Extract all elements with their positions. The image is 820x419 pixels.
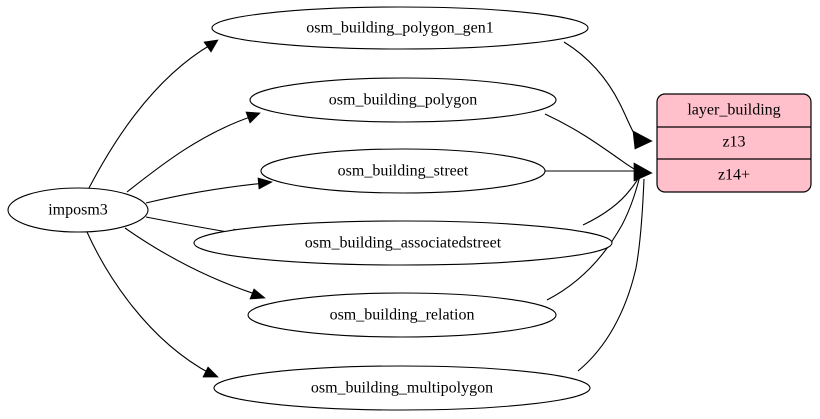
node-shape-ellipse[interactable]	[249, 77, 557, 123]
node-osm_building_polygon_gen1[interactable]: osm_building_polygon_gen1	[211, 6, 589, 50]
edge-group-tables-to-layer	[544, 41, 653, 372]
edge-osm_building_multipolygon-to-layer_building-z14plus	[577, 178, 645, 372]
edge-path	[124, 227, 259, 296]
edge-imposm3-to-osm_building_street	[145, 177, 273, 204]
edge-imposm3-to-osm_building_relation	[124, 227, 266, 300]
edge-osm_building_associatedstreet-to-layer_building-z14plus	[582, 173, 642, 226]
node-osm_building_street[interactable]: osm_building_street	[260, 148, 546, 194]
arrow-head-icon	[632, 130, 653, 150]
edge-path	[145, 182, 266, 204]
edge-imposm3-to-osm_building_polygon	[126, 111, 261, 193]
edge-path	[88, 43, 213, 189]
node-shape-ellipse[interactable]	[193, 220, 613, 266]
edge-path	[546, 175, 641, 301]
node-label: osm_building_associatedstreet	[305, 235, 502, 252]
edge-osm_building_relation-to-layer_building-z14plus	[546, 175, 641, 301]
node-osm_building_associatedstreet[interactable]: osm_building_associatedstreet	[193, 220, 613, 266]
zoom-z14plus-label: z14+	[718, 167, 750, 184]
edge-path	[582, 173, 642, 226]
node-imposm3[interactable]: imposm3	[7, 187, 149, 233]
layer-name-label: layer_building	[687, 102, 780, 119]
node-label: osm_building_polygon_gen1	[306, 20, 494, 37]
edge-path	[126, 115, 254, 193]
node-label: osm_building_street	[338, 163, 469, 180]
node-shape-ellipse[interactable]	[247, 292, 557, 338]
arrow-head-icon	[633, 162, 653, 182]
node-shape-ellipse[interactable]	[213, 365, 591, 411]
node-label: osm_building_polygon	[329, 92, 477, 109]
arrow-head-icon	[202, 366, 219, 378]
edge-imposm3-to-osm_building_polygon_gen1	[88, 39, 219, 189]
edge-osm_building_polygon-to-layer_building-z14plus	[544, 113, 653, 182]
node-osm_building_polygon[interactable]: osm_building_polygon	[249, 77, 557, 123]
node-layer_building[interactable]: layer_building z13 z14+	[656, 93, 812, 193]
node-label: imposm3	[48, 202, 108, 219]
arrow-head-icon	[203, 39, 219, 53]
edge-path	[577, 178, 645, 372]
arrow-head-icon	[245, 111, 261, 124]
edge-path	[86, 231, 212, 375]
edge-path	[563, 41, 639, 140]
node-osm_building_relation[interactable]: osm_building_relation	[247, 292, 557, 338]
node-label: osm_building_relation	[330, 307, 475, 324]
node-group: imposm3 osm_building_polygon_gen1 osm_bu…	[7, 6, 812, 411]
node-shape-ellipse[interactable]	[260, 148, 546, 194]
node-shape-record[interactable]	[656, 93, 812, 193]
node-shape-ellipse[interactable]	[7, 187, 149, 233]
arrow-head-icon	[249, 288, 266, 300]
edge-path	[544, 113, 637, 171]
node-shape-ellipse[interactable]	[211, 6, 589, 50]
arrow-head-icon	[257, 177, 273, 190]
node-label: osm_building_multipolygon	[311, 380, 493, 397]
edge-imposm3-to-osm_building_multipolygon	[86, 231, 219, 378]
edge-osm_building_polygon_gen1-to-layer_building-z13	[563, 41, 653, 150]
node-osm_building_multipolygon[interactable]: osm_building_multipolygon	[213, 365, 591, 411]
zoom-z13-label: z13	[722, 134, 745, 151]
